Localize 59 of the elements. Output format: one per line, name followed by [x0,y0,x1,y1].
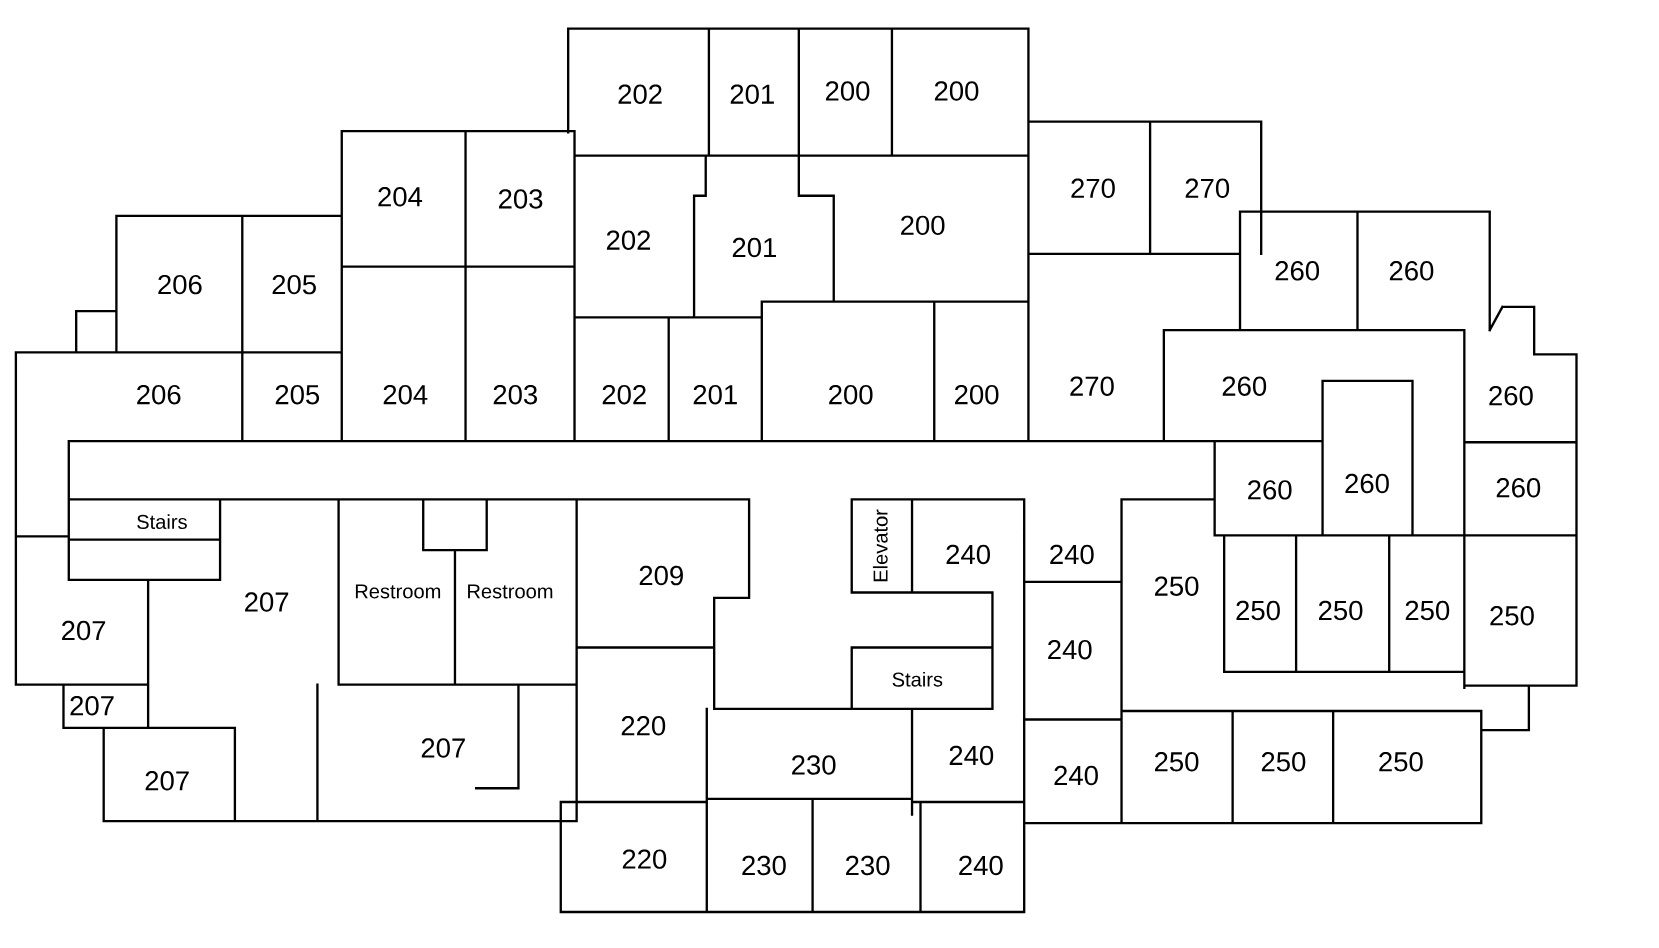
room-number: 260 [1389,261,1434,281]
room-number: 240 [1048,639,1092,660]
room-number: 205 [275,384,320,405]
room-number: 270 [1071,178,1115,199]
room-number: 250 [1319,600,1363,621]
room-number: 240 [949,745,994,766]
room-number: 250 [1379,752,1423,772]
room-number: 250 [1155,752,1199,772]
room-number: 200 [934,81,979,101]
room-number: 207 [245,592,289,612]
room-number: 250 [1236,600,1280,621]
room-number: 250 [1261,752,1306,772]
room-number: 250 [1405,600,1450,621]
room-number: 260 [1248,480,1292,500]
room-number: 203 [499,189,543,209]
room-number: 260 [1345,473,1389,494]
room-number: 230 [846,855,890,876]
room-number: 207 [421,738,465,758]
room-number: 240 [946,544,990,565]
room-number: 205 [272,274,316,295]
room-number: 230 [792,755,836,775]
room-number: 204 [378,187,423,207]
room-number: 204 [383,384,428,405]
room-number: 220 [622,849,667,869]
room-number: 207 [145,771,189,791]
room-number: 200 [829,384,873,405]
room-number: 201 [732,237,776,258]
room-number: 207 [62,620,106,641]
room-number: 202 [606,230,651,250]
room-number: 200 [955,384,999,405]
room-number: 206 [137,384,181,405]
room-number: 240 [1050,544,1094,565]
room-label: Stairs [892,671,943,687]
room-number: 202 [602,384,646,405]
room-number: 203 [493,384,537,405]
room-label: Elevator [872,509,888,582]
room-label: Restroom [355,584,441,599]
room-number: 206 [158,274,202,295]
room-label: Stairs [137,514,187,529]
room-number: 270 [1185,178,1230,199]
room-number: 260 [1489,385,1533,406]
room-number: 200 [901,215,945,236]
room-number: 240 [959,855,1003,876]
room-number: 220 [621,716,666,736]
room-number: 250 [1155,576,1199,596]
room-number: 270 [1070,376,1114,396]
room-number: 201 [693,384,737,405]
room-number: 260 [1222,376,1267,396]
room-number: 201 [730,84,774,104]
room-label: Restroom [468,584,553,599]
room-number: 200 [825,81,870,101]
room-number: 202 [618,84,662,104]
room-number: 260 [1496,478,1541,498]
room-number: 240 [1054,765,1098,786]
room-number: 230 [742,855,786,876]
room-number: 209 [639,565,683,586]
room-number: 260 [1275,261,1320,281]
room-number: 207 [70,696,114,716]
room-number: 250 [1490,606,1534,626]
